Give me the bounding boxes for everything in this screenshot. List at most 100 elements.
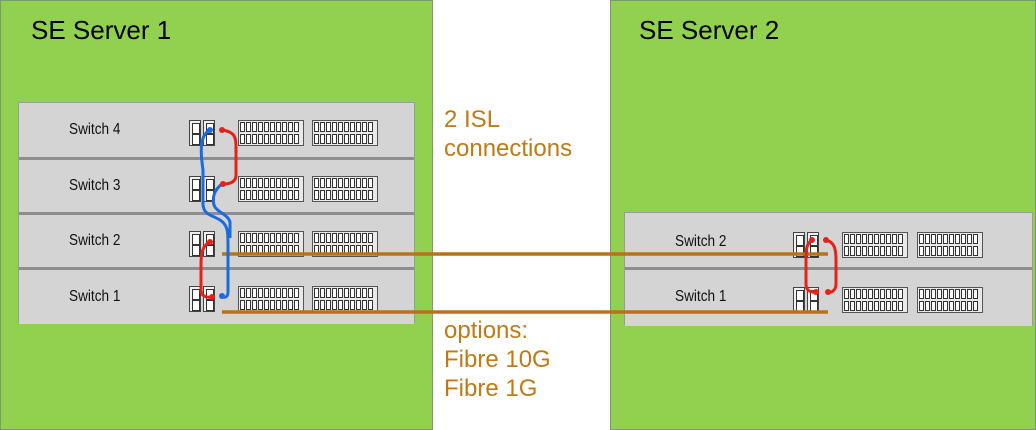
ethernet-port	[925, 245, 930, 256]
ethernet-port	[856, 234, 861, 244]
ethernet-port	[288, 288, 293, 298]
ethernet-port	[314, 178, 319, 188]
ethernet-port-group	[312, 120, 378, 146]
ethernet-port	[270, 299, 275, 310]
ethernet-port	[973, 245, 978, 256]
ethernet-port	[264, 178, 269, 188]
ethernet-port	[961, 234, 966, 244]
ethernet-port	[362, 122, 367, 132]
ethernet-port	[961, 289, 966, 299]
ethernet-port	[874, 289, 879, 299]
stack-cable-red	[199, 240, 213, 299]
stack-cable-blue	[211, 182, 232, 238]
ethernet-port	[949, 300, 954, 311]
ethernet-port	[344, 299, 349, 310]
ethernet-port	[898, 289, 903, 299]
ethernet-port	[246, 133, 251, 144]
ethernet-port	[258, 122, 263, 132]
ethernet-port	[862, 245, 867, 256]
ethernet-port	[258, 233, 263, 243]
ethernet-port	[294, 288, 299, 298]
switch-label: Switch 2	[675, 233, 727, 250]
ethernet-port	[362, 288, 367, 298]
ethernet-port	[240, 178, 245, 188]
ethernet-port	[332, 133, 337, 144]
ethernet-port	[868, 289, 873, 299]
ethernet-port	[276, 233, 281, 243]
ethernet-port	[350, 178, 355, 188]
sfp-port	[793, 287, 805, 313]
ethernet-port	[326, 133, 331, 144]
sfp-port	[793, 232, 805, 258]
ethernet-port	[919, 245, 924, 256]
options-caption-line: options:	[444, 317, 529, 344]
server-1-title: SE Server 1	[31, 15, 172, 45]
connector-dot	[813, 289, 819, 295]
ethernet-port	[356, 288, 361, 298]
options-caption-line: Fibre 1G	[444, 375, 538, 402]
ethernet-port	[844, 289, 849, 299]
ethernet-port-group	[238, 286, 304, 312]
ethernet-port	[874, 234, 879, 244]
ethernet-port	[967, 300, 972, 311]
ethernet-port	[368, 299, 373, 310]
ethernet-port	[320, 122, 325, 132]
server-2-title: SE Server 2	[639, 15, 780, 45]
ethernet-port	[844, 234, 849, 244]
ethernet-port	[949, 245, 954, 256]
ethernet-port	[258, 178, 263, 188]
ethernet-port	[332, 299, 337, 310]
ethernet-port	[362, 233, 367, 243]
ethernet-port	[314, 189, 319, 200]
ethernet-port	[270, 189, 275, 200]
ethernet-port	[258, 299, 263, 310]
ethernet-port	[949, 234, 954, 244]
connector-dot	[823, 237, 829, 243]
ethernet-port	[240, 288, 245, 298]
ethernet-port	[332, 178, 337, 188]
ethernet-port	[314, 288, 319, 298]
ethernet-port	[356, 189, 361, 200]
ethernet-port	[320, 288, 325, 298]
ethernet-port	[338, 178, 343, 188]
ethernet-port	[344, 233, 349, 243]
ethernet-port	[919, 300, 924, 311]
ethernet-port	[258, 288, 263, 298]
switch-stack-server-1: Switch 4 Switch 3 Switch 2 Switch 1	[18, 102, 415, 324]
ethernet-port	[931, 245, 936, 256]
ethernet-port-group	[238, 120, 304, 146]
ethernet-port	[868, 234, 873, 244]
ethernet-port	[332, 189, 337, 200]
ethernet-port	[931, 234, 936, 244]
ethernet-port	[314, 133, 319, 144]
ethernet-port	[320, 299, 325, 310]
switch-label: Switch 1	[69, 288, 121, 305]
ethernet-port	[880, 245, 885, 256]
ethernet-port	[326, 189, 331, 200]
ethernet-port-group	[917, 232, 983, 258]
ethernet-port	[246, 189, 251, 200]
ethernet-port	[246, 299, 251, 310]
ethernet-port	[850, 245, 855, 256]
ethernet-port	[294, 133, 299, 144]
ethernet-port-group	[312, 286, 378, 312]
ethernet-port	[874, 245, 879, 256]
switch-label: Switch 2	[69, 232, 121, 249]
sfp-port	[189, 231, 201, 257]
ethernet-port	[288, 178, 293, 188]
ethernet-port	[240, 189, 245, 200]
ethernet-port	[276, 189, 281, 200]
ethernet-port	[314, 122, 319, 132]
ethernet-port	[326, 233, 331, 243]
ethernet-port	[973, 234, 978, 244]
ethernet-port	[886, 234, 891, 244]
ethernet-port	[362, 133, 367, 144]
ethernet-port-group	[842, 232, 908, 258]
ethernet-port	[264, 288, 269, 298]
sfp-port	[189, 176, 201, 202]
ethernet-port	[264, 189, 269, 200]
ethernet-port	[294, 178, 299, 188]
sfp-port	[189, 286, 201, 312]
ethernet-port	[294, 122, 299, 132]
ethernet-port	[350, 122, 355, 132]
